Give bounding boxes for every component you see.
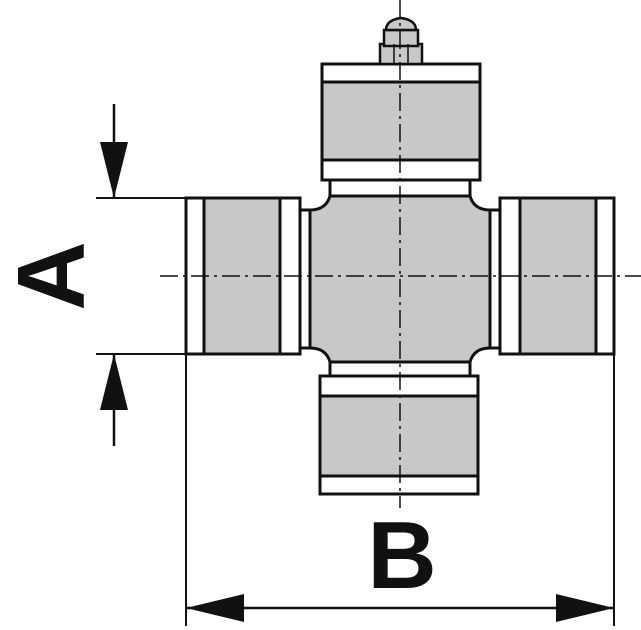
dimension-b-arrow-left-icon <box>186 594 244 622</box>
dimension-b-arrow-right-icon <box>556 594 614 622</box>
dimension-a: A <box>0 104 186 446</box>
dimension-b-label: B <box>367 502 436 609</box>
dimension-a-arrow-down-icon <box>100 142 128 198</box>
dimension-b: B <box>185 354 615 626</box>
dimension-a-arrow-up-icon <box>100 354 128 410</box>
bottom-bearing-cap <box>318 360 480 496</box>
center-lines <box>160 0 641 508</box>
dimension-a-label: A <box>0 241 105 310</box>
top-bearing-cap <box>320 62 482 198</box>
grease-nipple-icon <box>378 16 424 66</box>
